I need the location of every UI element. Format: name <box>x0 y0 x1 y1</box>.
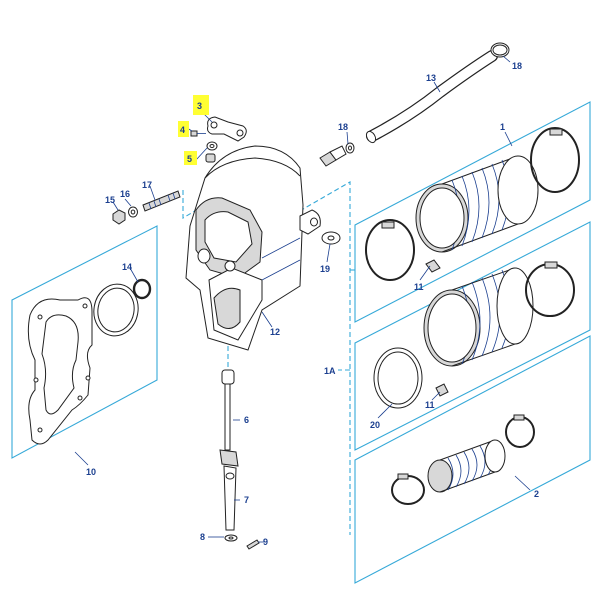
callout-5-highlight <box>184 151 197 165</box>
exhaust-dash-line <box>271 181 351 535</box>
gimbal-housing-part <box>185 145 321 351</box>
bellows-panel-2 <box>354 335 591 584</box>
callout-17: 17 <box>142 180 152 190</box>
callout-11a: 11 <box>414 282 424 292</box>
exhaust-bellows-1-part <box>415 155 539 253</box>
o-ring-part <box>132 278 152 300</box>
gasket-panel <box>11 225 158 459</box>
callout-5: 5 <box>187 154 192 164</box>
shift-shaft-part <box>219 369 239 467</box>
callout-3-highlight <box>193 95 209 115</box>
callout-2: 2 <box>534 489 539 499</box>
stud-part <box>142 190 181 212</box>
callout-16: 16 <box>120 189 130 199</box>
gasket-part <box>27 297 93 445</box>
callout-6: 6 <box>244 415 249 425</box>
water-fitting-part <box>319 142 355 167</box>
bushing-part <box>205 153 216 163</box>
callout-4: 4 <box>180 125 185 135</box>
callout-7: 7 <box>244 495 249 505</box>
callout-1a: 1A <box>324 366 336 376</box>
exhaust-bellows-2-part <box>427 439 506 493</box>
callout-8: 8 <box>200 532 205 542</box>
exhaust-tube-part <box>373 347 423 409</box>
nut-part <box>112 209 126 225</box>
bellows-clamp-1-left <box>365 219 415 281</box>
clip-11a-part <box>425 259 441 273</box>
screw-part <box>190 130 206 137</box>
bellows-clamp-2-right <box>505 416 535 448</box>
bellows-clamp-2-left <box>391 475 425 505</box>
callout-14: 14 <box>122 262 132 272</box>
shift-lever-part <box>207 116 247 142</box>
callout-15: 15 <box>105 195 115 205</box>
seal-ring-inner <box>97 287 135 333</box>
callout-12: 12 <box>270 327 280 337</box>
shift-link-part <box>223 465 237 531</box>
callout-9: 9 <box>263 537 268 547</box>
callout-13: 13 <box>426 73 436 83</box>
exhaust-bellows-1a-part <box>423 267 534 367</box>
callout-18b: 18 <box>512 61 522 71</box>
bellows-clamp-1a <box>525 263 575 317</box>
bellows-panel-1a <box>354 221 591 451</box>
bellows-panel-1 <box>354 101 591 323</box>
callout-20: 20 <box>370 420 380 430</box>
callout-10: 10 <box>86 467 96 477</box>
callout-19: 19 <box>320 264 330 274</box>
callout-18a: 18 <box>338 122 348 132</box>
callout-4-highlight <box>178 121 189 137</box>
callout-1: 1 <box>500 122 505 132</box>
leader-lines <box>74 55 531 543</box>
cotter-pin-part <box>246 539 260 550</box>
callout-3: 3 <box>197 101 202 111</box>
bellows-clamp-1-right <box>530 127 580 193</box>
callout-11b: 11 <box>425 400 435 410</box>
